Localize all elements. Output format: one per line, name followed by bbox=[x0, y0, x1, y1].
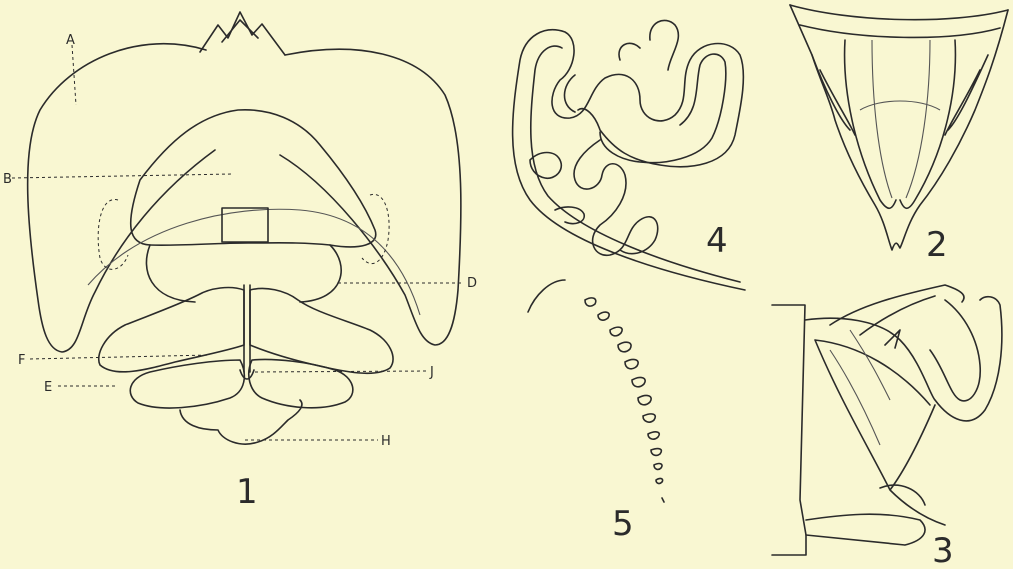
fig3-right-lobe bbox=[930, 300, 980, 401]
fig-number-3: 3 bbox=[932, 531, 954, 565]
fig5-curve bbox=[528, 280, 565, 312]
fig1-central-plate bbox=[131, 110, 376, 247]
fig1-arc bbox=[88, 209, 420, 315]
fig1-lobe-h bbox=[180, 400, 302, 444]
fig1-lobe-e bbox=[130, 360, 244, 408]
fig3-diagonal-panels bbox=[815, 340, 945, 525]
figure-5: 5 bbox=[528, 280, 664, 544]
label-f: F bbox=[18, 353, 25, 368]
fig1-dashed-lobe-right bbox=[362, 194, 389, 263]
fig-number-2: 2 bbox=[926, 225, 948, 265]
fig3-base-block bbox=[772, 305, 806, 555]
fig1-midline bbox=[244, 285, 250, 372]
label-e: E bbox=[44, 380, 52, 395]
fig1-flap-left bbox=[99, 288, 244, 372]
fig3-main-body bbox=[805, 297, 1002, 421]
fig1-midline-tip bbox=[240, 370, 254, 379]
fig2-side-wings bbox=[812, 55, 988, 135]
leader-f bbox=[30, 355, 210, 359]
fig2-outline bbox=[790, 5, 1008, 250]
label-d: D bbox=[467, 276, 477, 291]
fig2-top-band bbox=[790, 5, 1008, 37]
fig1-outer-hood bbox=[28, 44, 215, 352]
label-j: J bbox=[429, 365, 434, 380]
label-a: A bbox=[66, 33, 75, 48]
fig2-inner-shield bbox=[845, 40, 956, 208]
fig3-spines bbox=[830, 285, 964, 348]
figure-4: 4 bbox=[513, 20, 745, 290]
fig1-crest-inner bbox=[222, 20, 258, 42]
fig-number-1: 1 bbox=[236, 472, 258, 512]
leader-b bbox=[12, 174, 232, 178]
fig1-crest bbox=[200, 12, 285, 55]
fig3-inner-lines bbox=[830, 330, 890, 445]
label-h: H bbox=[381, 434, 391, 449]
fig1-flap-right bbox=[250, 288, 393, 373]
fig-number-5: 5 bbox=[612, 504, 634, 544]
fig-number-4: 4 bbox=[706, 221, 728, 261]
fig3-lower-segments bbox=[806, 485, 925, 545]
figure-1: A B D F E J H 1 bbox=[3, 12, 477, 512]
fig5-sclerites bbox=[585, 298, 664, 502]
figure-2: 2 bbox=[790, 5, 1008, 265]
label-b: B bbox=[3, 172, 12, 187]
leader-j bbox=[255, 371, 428, 372]
figure-3: 3 bbox=[772, 285, 1002, 565]
